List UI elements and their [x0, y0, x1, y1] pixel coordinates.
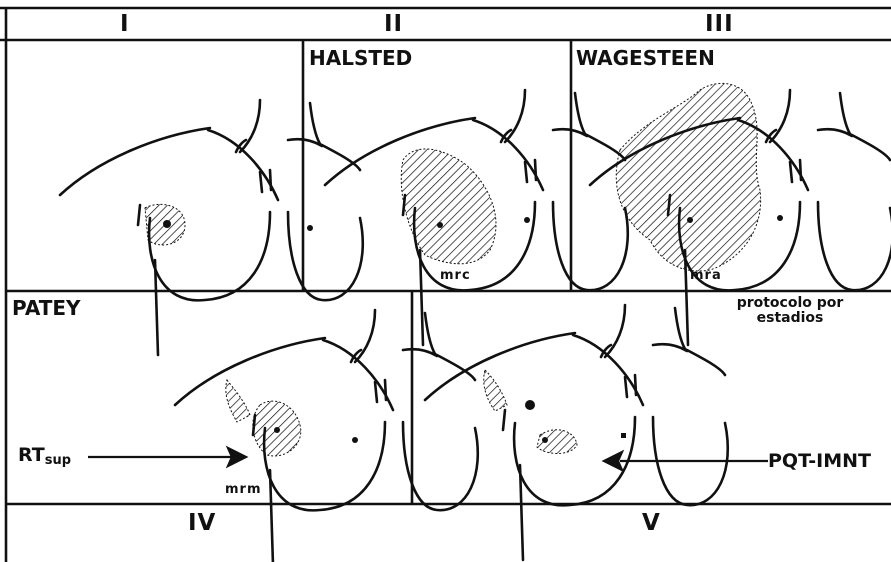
panel-code-mrc: mrc [440, 269, 471, 282]
panel-numeral-i: I [120, 13, 130, 36]
rt-sup-label: RTsup [18, 446, 71, 467]
panel-v-illustration [425, 305, 728, 560]
rt-subscript: sup [45, 453, 71, 468]
panel-title-wagesteen: WAGESTEEN [576, 48, 715, 68]
protocol-note-line1: protocolo por [695, 296, 885, 311]
panel-code-mra: mra [690, 269, 722, 282]
protocol-note-line2: estadios [695, 311, 885, 326]
rt-arrow [88, 448, 246, 466]
protocol-note: protocolo por estadios [695, 296, 885, 326]
rt-label: RT [18, 444, 45, 466]
axilla-area [226, 380, 250, 422]
pqt-arrow [604, 452, 768, 470]
panel-numeral-v: V [642, 512, 661, 535]
panel-ii-illustration [325, 90, 628, 345]
pqt-imnt-label: PQT-IMNT [768, 452, 871, 471]
resection-area [616, 83, 760, 271]
panel-numeral-iv: IV [188, 512, 216, 535]
panel-title-patey: PATEY [12, 298, 81, 318]
panel-numeral-ii: II [384, 13, 403, 36]
panel-code-mrm: mrm [225, 483, 262, 496]
panel-numeral-iii: III [705, 13, 734, 36]
panel-title-halsted: HALSTED [309, 48, 412, 68]
panel-iv-illustration [175, 310, 478, 562]
panel-i-illustration [60, 100, 363, 355]
axilla-area [484, 370, 507, 411]
